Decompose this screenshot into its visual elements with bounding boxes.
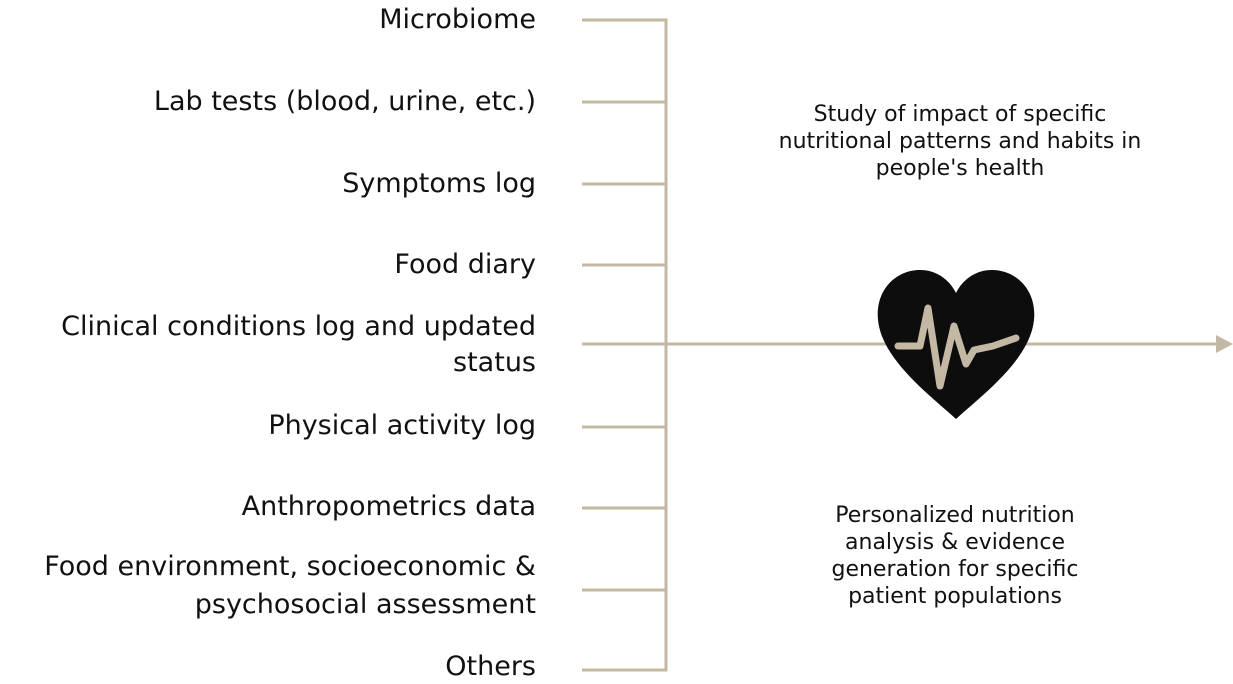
outcome-bottom-line4: patient populations bbox=[848, 584, 1062, 609]
outcome-top: Study of impact of specific nutritional … bbox=[740, 101, 1180, 182]
outcome-bottom-line3: generation for specific bbox=[831, 557, 1079, 582]
input-label-food-environment: Food environment, socioeconomic & bbox=[44, 551, 536, 582]
input-label-food-diary: Food diary bbox=[394, 249, 536, 280]
arrow-head bbox=[1216, 335, 1233, 353]
input-label-food-environment-line2: psychosocial assessment bbox=[194, 589, 536, 620]
input-label-others: Others bbox=[445, 651, 536, 682]
input-label-microbiome: Microbiome bbox=[379, 4, 536, 35]
outcome-bottom: Personalized nutrition analysis & eviden… bbox=[735, 502, 1175, 610]
input-label-clinical-conditions: Clinical conditions log and updated bbox=[61, 311, 536, 342]
heart-shape bbox=[877, 270, 1035, 419]
input-label-physical-activity: Physical activity log bbox=[268, 410, 536, 441]
input-label-clinical-conditions-line2: status bbox=[453, 347, 536, 378]
outcome-top-line2: nutritional patterns and habits in bbox=[778, 129, 1142, 154]
input-label-symptoms-log: Symptoms log bbox=[342, 168, 536, 199]
pulse-line bbox=[894, 304, 1020, 390]
outcome-bottom-line1: Personalized nutrition bbox=[835, 503, 1075, 528]
outcome-top-line3: people's health bbox=[875, 156, 1045, 181]
outcome-top-line1: Study of impact of specific bbox=[813, 102, 1107, 127]
heart-pulse-icon bbox=[877, 270, 1035, 419]
outcome-bottom-line2: analysis & evidence bbox=[845, 530, 1065, 555]
input-label-lab-tests: Lab tests (blood, urine, etc.) bbox=[153, 86, 536, 117]
input-label-anthropometrics: Anthropometrics data bbox=[241, 491, 536, 522]
